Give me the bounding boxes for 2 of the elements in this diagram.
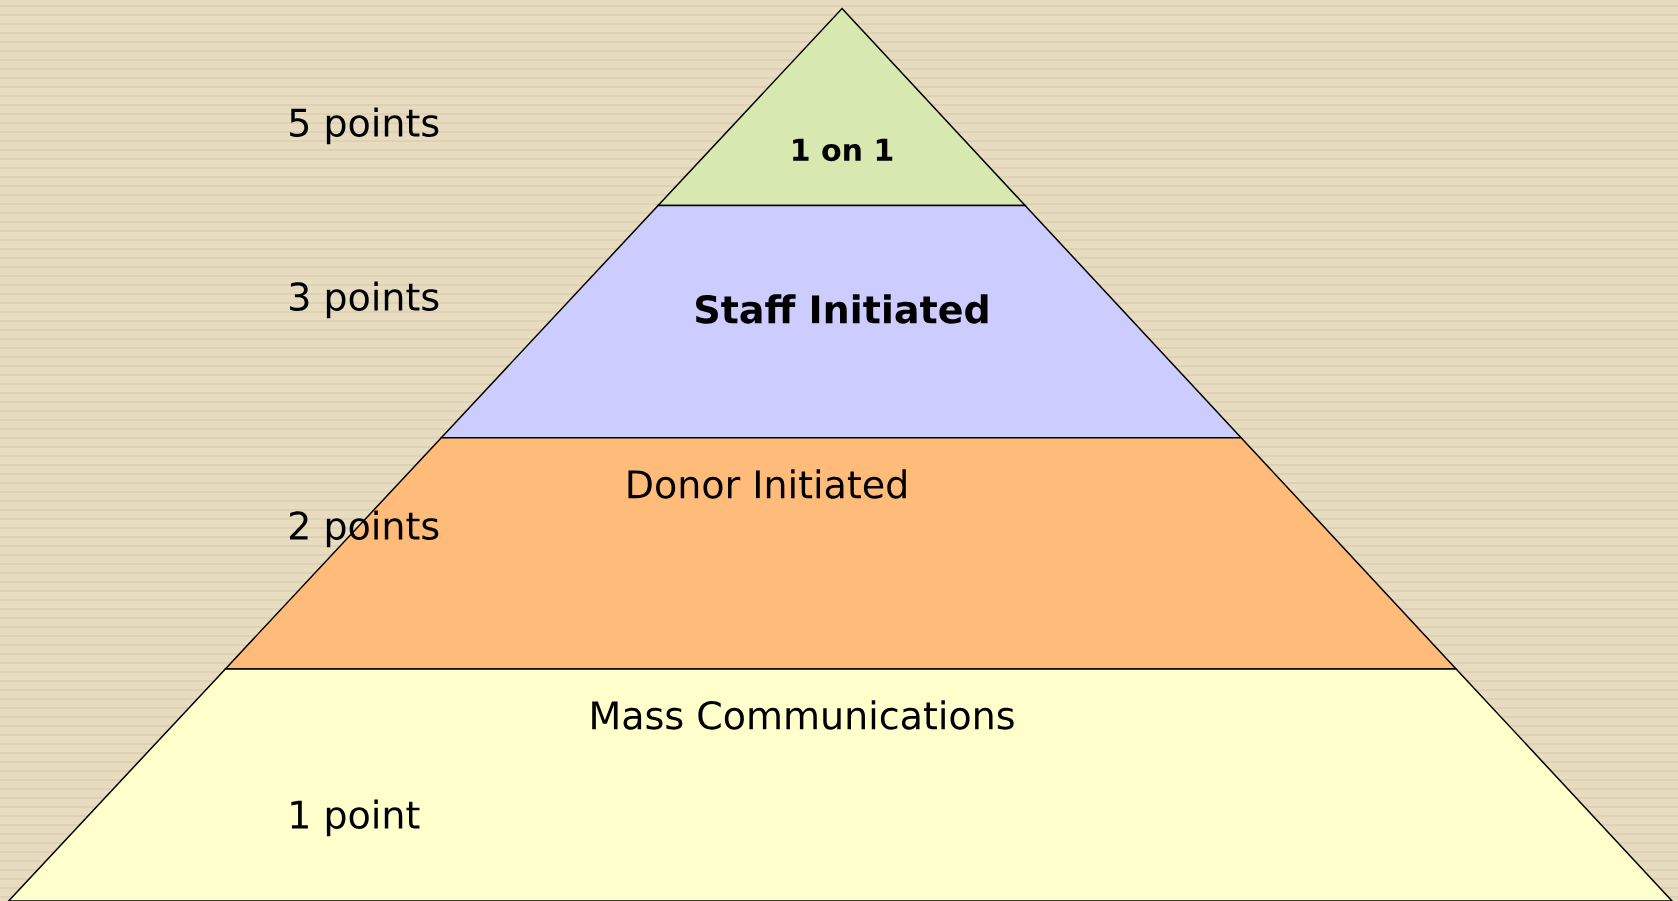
points-label: 5 points bbox=[290, 107, 439, 145]
points-label: 1 point bbox=[291, 799, 420, 837]
